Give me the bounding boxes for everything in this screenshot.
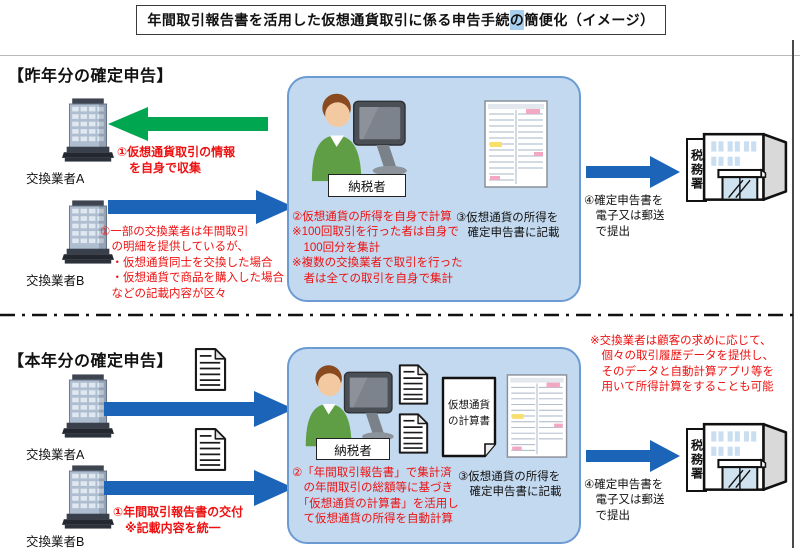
report-document-icon [194, 347, 227, 392]
building-exchange-a-icon [62, 96, 114, 164]
exchange-a-label: 交換業者A [26, 448, 85, 462]
section-divider [0, 312, 800, 318]
arrow-right-shape [586, 156, 680, 188]
arrow-right-shape [586, 440, 680, 472]
arrow-right-shape [104, 470, 294, 506]
report-document-icon [398, 363, 429, 406]
step4-submit: ④確定申告書を 電子又は郵送 で提出 [584, 195, 665, 238]
exchange-b-label: 交換業者B [26, 535, 85, 548]
taxpayer-icon [294, 360, 402, 448]
exchange-b-label: 交換業者B [26, 274, 85, 288]
side-note-exchange-data: ※交換業者は顧客の求めに応じて、 個々の取引履歴データを提供し、 そのデータと自… [590, 335, 774, 394]
calc-sheet-label: 仮想通貨 の計算書 [448, 399, 490, 427]
report-document-icon [398, 412, 429, 455]
arrow-submit-to-office [586, 440, 680, 472]
right-edge-rule [792, 40, 794, 548]
taxpayer-icon [300, 88, 415, 183]
note-collect-info: ①仮想通貨取引の情報 を自身で収集 [117, 145, 236, 176]
page-title: 年間取引報告書を活用した仮想通貨取引に係る申告手続の簡便化（イメージ） [136, 5, 666, 35]
tax-return-form-icon [484, 100, 548, 188]
step2-auto-calculate: ②「年間取引報告書」で集計済 の年間取引の総額等に基づき 「仮想通貨の計算書」を… [292, 467, 459, 526]
taxpayer-label: 納税者 [328, 174, 406, 197]
page-title-text-2: 簡便化（イメージ） [524, 12, 655, 28]
note-exchange-b-detail: ①一部の交換業者は年間取引 の明細を提供しているが、 ・仮想通貨同士を交換した場… [100, 226, 284, 300]
section-heading-this-year: 【本年分の確定申告】 [8, 353, 174, 370]
tax-office: 税務署 [686, 128, 792, 214]
tax-office-sign: 税務署 [686, 428, 707, 492]
step3-write-on-return: ③仮想通貨の所得を 確定申告書に記載 [458, 471, 562, 499]
tax-office-building-icon [700, 418, 790, 504]
step2-self-calculate: ②仮想通貨の所得を自身で計算 ※100回取引を行った者は自身で 100回分を集計… [292, 211, 463, 285]
tax-office-building-icon [700, 128, 790, 214]
arrow-collect-info [108, 107, 268, 141]
tax-office: 税務署 [686, 418, 792, 504]
step3-write-on-return: ③仮想通貨の所得を 確定申告書に記載 [456, 212, 560, 240]
arrow-exchange-b-report [104, 470, 294, 506]
note-issue-report: ①年間取引報告書の交付 ※記載内容を統一 [113, 505, 244, 536]
arrow-left-shape [108, 107, 268, 141]
arrow-submit-to-office [586, 156, 680, 188]
arrow-right-shape [108, 190, 294, 224]
arrow-right-shape [104, 391, 294, 427]
arrow-exchange-a-report [104, 391, 294, 427]
tax-return-form-icon [506, 374, 568, 458]
section-heading-last-year: 【昨年分の確定申告】 [8, 68, 174, 85]
step4-submit: ④確定申告書を 電子又は郵送 で提出 [584, 479, 665, 522]
page-title-text: 年間取引報告書を活用した仮想通貨取引に係る申告手続 [147, 12, 510, 28]
horizontal-rule [0, 55, 800, 56]
taxpayer-label: 納税者 [316, 438, 390, 460]
page-title-highlight: の [509, 10, 525, 30]
report-document-icon [194, 427, 227, 472]
calc-sheet-icon: 仮想通貨 の計算書 [441, 376, 497, 458]
arrow-exchange-b-to-taxpayer [108, 190, 294, 224]
exchange-a-label: 交換業者A [26, 172, 85, 186]
